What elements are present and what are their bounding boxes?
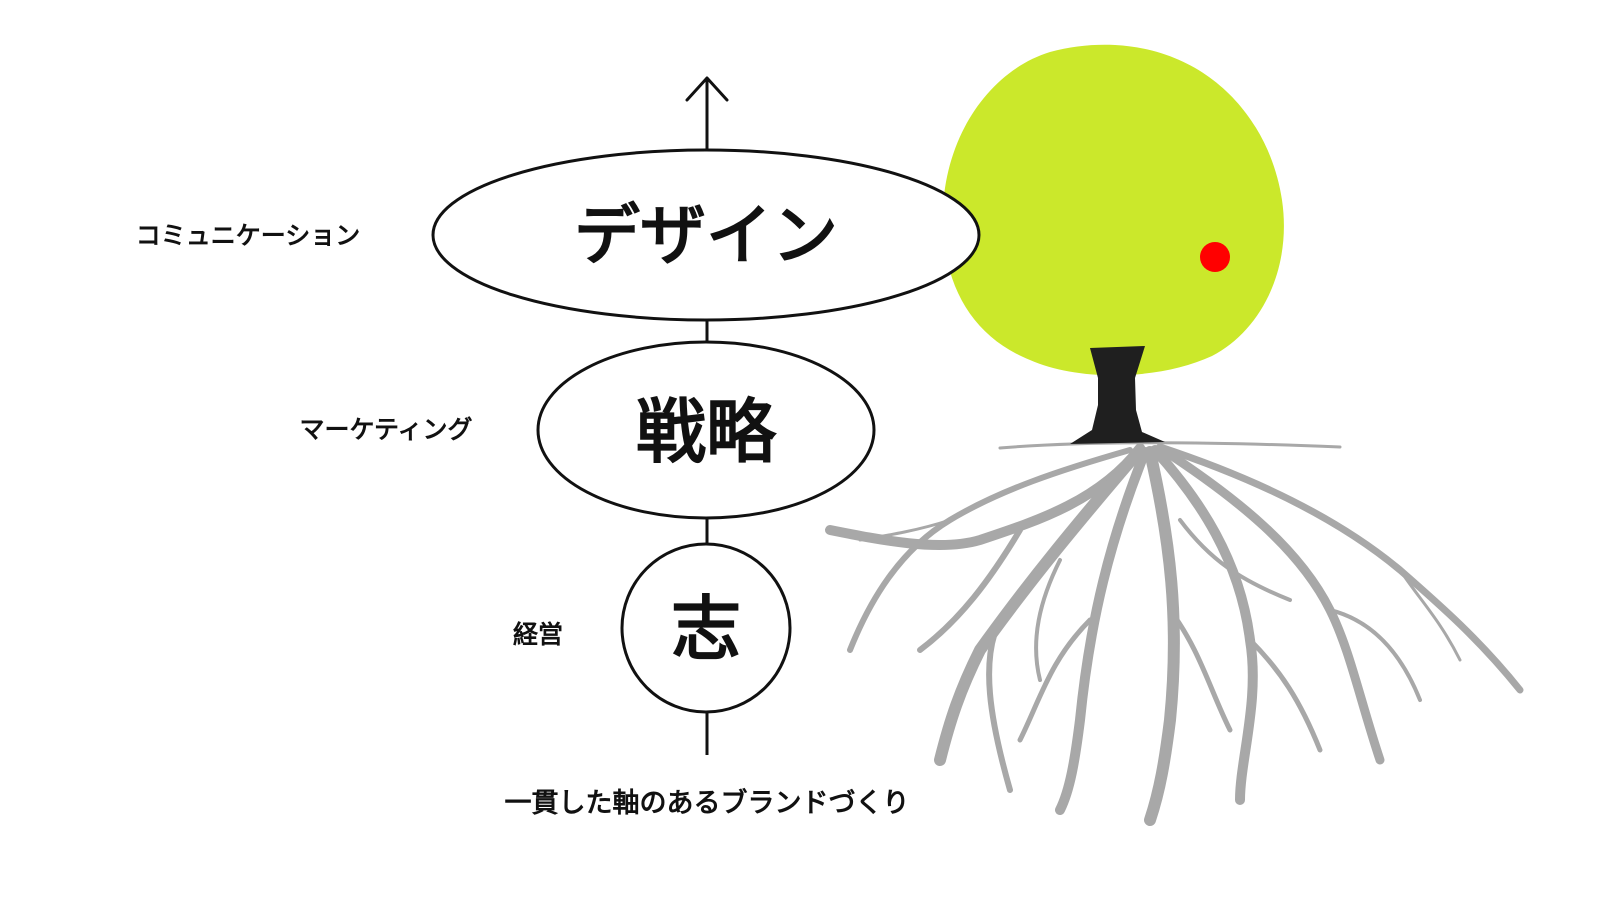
marketing-label: マーケティング (299, 415, 472, 444)
tree-foliage (942, 44, 1284, 376)
red-fruit (1200, 242, 1230, 272)
layer-aspiration: 志 経営 (513, 542, 792, 714)
layer-design: デザイン コミュニケーション (136, 148, 981, 322)
strategy-ellipse (536, 340, 876, 520)
aspiration-label: 志 (671, 588, 741, 670)
tree-trunk (1070, 346, 1165, 444)
tree-roots (825, 441, 1524, 826)
caption: 一貫した軸のあるブランドづくり (505, 787, 910, 819)
design-label: デザイン (574, 197, 838, 274)
management-label: 経営 (513, 620, 563, 649)
tree-illustration (825, 44, 1524, 826)
layer-strategy: 戦略 マーケティング (299, 340, 876, 520)
communication-label: コミュニケーション (136, 221, 361, 250)
design-ellipse (431, 148, 981, 322)
aspiration-circle (620, 542, 792, 714)
strategy-label: 戦略 (636, 391, 777, 473)
